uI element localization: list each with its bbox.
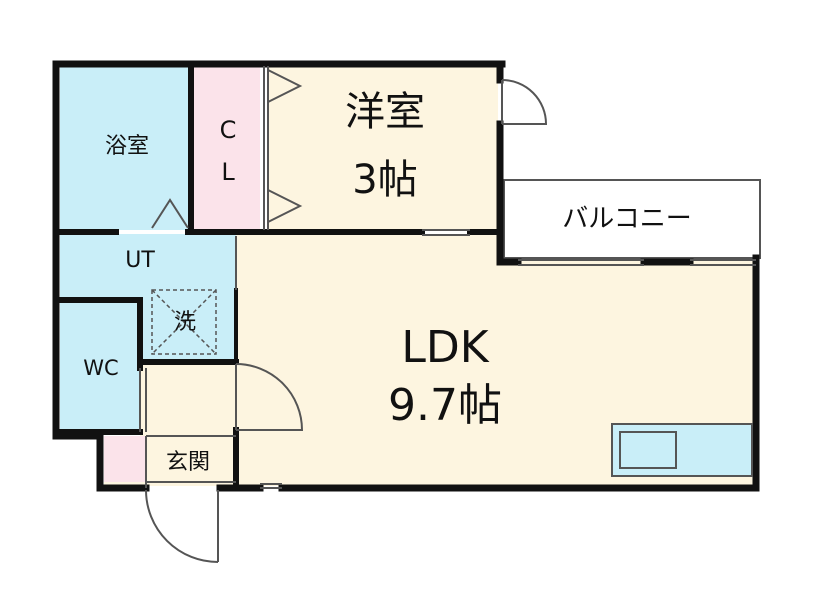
washer-space-icon (151, 289, 217, 355)
bath-door-icon (151, 198, 189, 229)
toilet-label: WC (83, 356, 119, 380)
kitchen-counter (611, 423, 753, 477)
hall-door-icon (235, 363, 304, 431)
washer-label: 洗 (173, 310, 196, 335)
yoshitsu-door-icon (501, 79, 548, 125)
closet-label-c: C (219, 116, 237, 144)
ldk-size: 9.7帖 (388, 380, 502, 431)
walls (52, 60, 760, 492)
entrance-hall-floor (140, 364, 236, 436)
shoe-box (104, 436, 146, 482)
utility-label: UT (125, 248, 155, 273)
entrance-label: 玄関 (165, 450, 210, 475)
balcony-label: バルコニー (562, 204, 692, 234)
yoshitsu-size: 3帖 (352, 157, 418, 203)
ldk-label: LDK (401, 322, 489, 373)
yoshitsu-label: 洋室 (345, 89, 425, 135)
entrance-door-icon (145, 489, 219, 563)
balcony-floor (503, 179, 761, 259)
closet-floor (194, 66, 260, 230)
closet-label-l: L (221, 158, 235, 186)
thin-lines (139, 66, 756, 489)
toilet-floor (60, 300, 140, 432)
yoshitsu-floor (268, 66, 498, 230)
bathroom-floor (60, 66, 188, 230)
bathroom-label: 浴室 (104, 134, 149, 159)
closet-door-icon (267, 69, 303, 223)
